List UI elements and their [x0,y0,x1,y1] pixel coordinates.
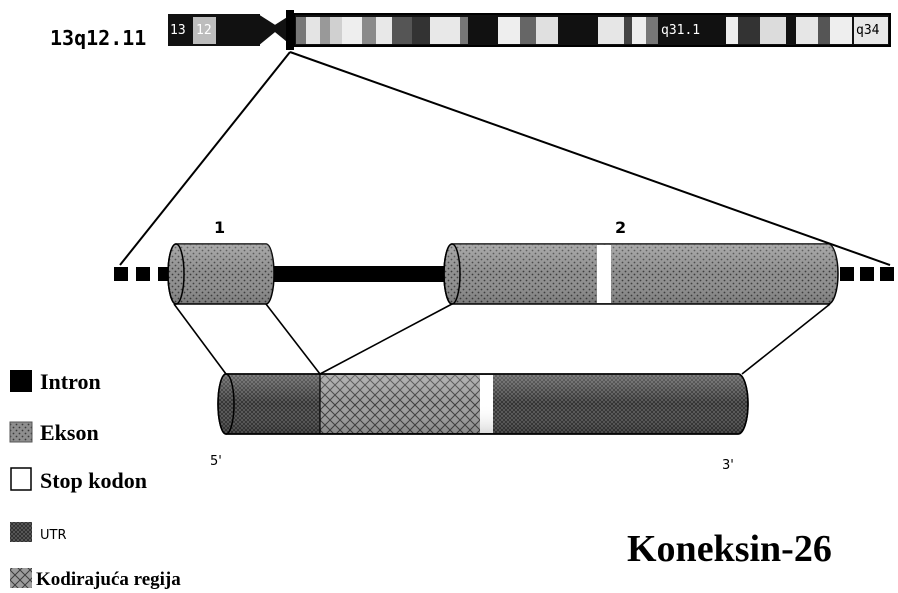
exon-2 [443,243,839,305]
flank-intron-left-2 [136,267,150,281]
legend-label-exon: Ekson [40,420,99,445]
chromosome-ideogram: 13q12.11 13 12 [50,10,891,50]
legend: Intron Ekson Stop kodon UTR Kodirajuća r… [9,369,181,590]
exon-1 [167,243,275,305]
legend-label-intron: Intron [40,369,101,394]
legend-swatch-exon [9,421,33,443]
legend-label-utr: UTR [40,528,67,543]
flank-intron-right-2 [860,267,874,281]
flank-intron-right-1 [840,267,854,281]
band-label-q34: q34 [856,23,880,38]
intron-bar [268,266,452,282]
flank-intron-left-1 [114,267,128,281]
legend-label-stop: Stop kodon [40,468,147,493]
locus-label: 13q12.11 [50,26,146,50]
flank-intron-right-3 [880,267,894,281]
mrna-transcript [217,373,749,435]
exon-number-2: 2 [615,218,626,237]
three-prime-label: 3' [722,458,734,473]
legend-swatch-coding [10,568,32,588]
gene-structure: 1 2 [114,218,894,305]
legend-label-coding: Kodirajuća regija [36,569,181,590]
zoom-lines [119,51,891,266]
band-label-12: 12 [196,23,212,38]
band-label-q31-1: q31.1 [661,23,700,38]
band-label-13: 13 [170,23,186,38]
q-arm-bands [296,17,888,44]
band-12 [193,17,216,44]
five-prime-label: 5' [210,454,222,469]
legend-swatch-intron [10,370,32,392]
stop-codon-gene [597,245,611,303]
diagram-title: Koneksin-26 [627,528,832,570]
mapping-lines [173,303,831,375]
legend-swatch-stop [10,467,32,491]
gene-locus-marker [286,10,294,50]
centromere-left [258,14,280,46]
legend-swatch-utr [10,522,32,542]
exon-number-1: 1 [214,218,225,237]
